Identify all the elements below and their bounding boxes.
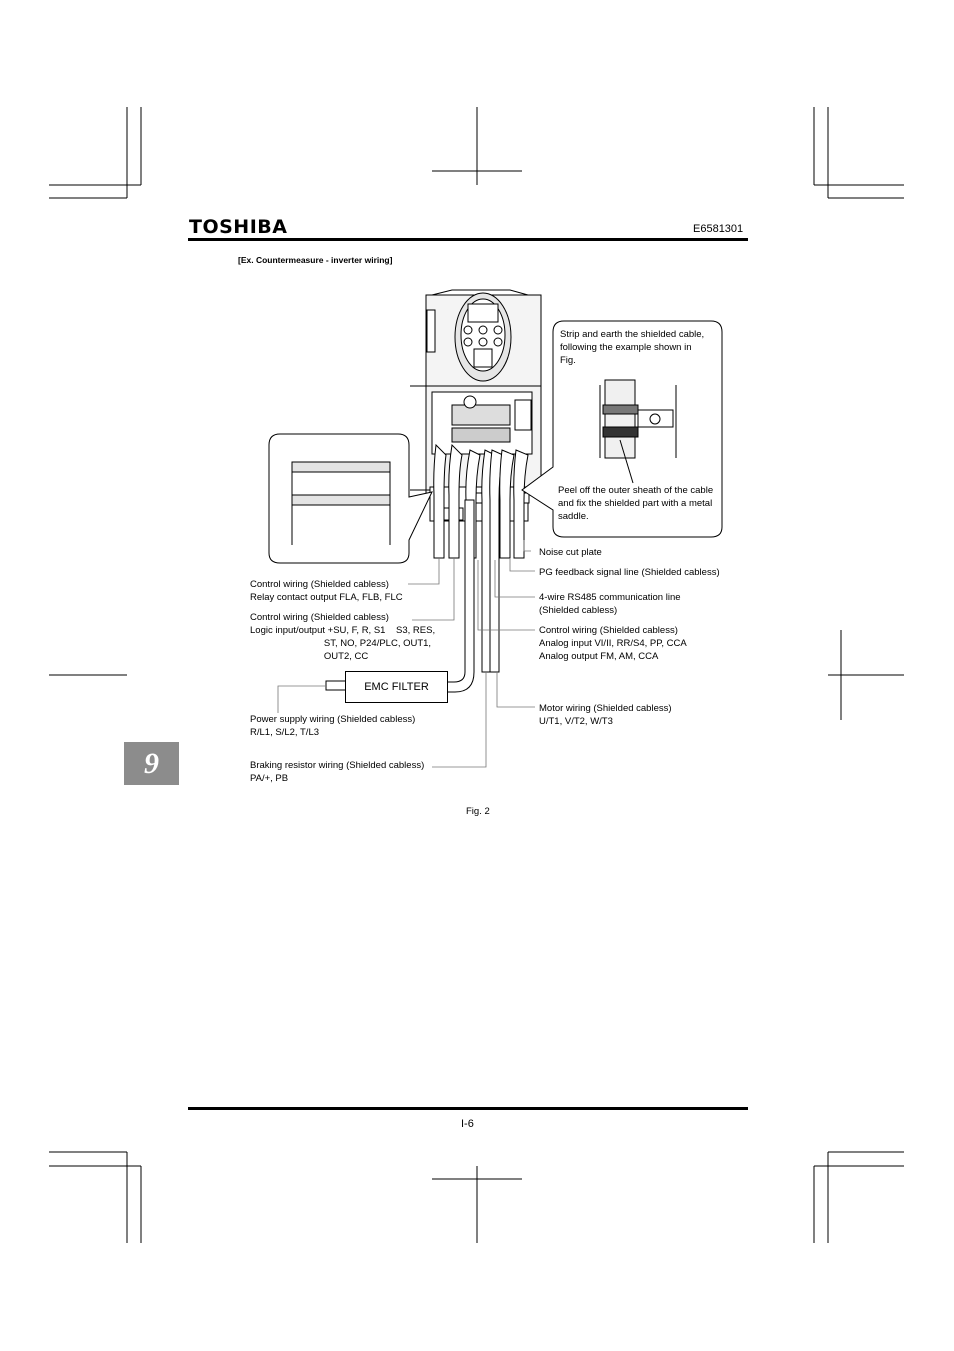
emc-filter-box: EMC FILTER — [345, 671, 448, 703]
label-pg-feedback: PG feedback signal line (Shielded cables… — [539, 567, 720, 578]
label-noise-cut-plate: Noise cut plate — [539, 547, 602, 558]
header-rule — [188, 238, 748, 241]
label-control-analog: Control wiring (Shielded cabless) Analog… — [539, 625, 687, 662]
leader-lines — [277, 540, 535, 768]
figure-caption: Fig. 2 — [466, 806, 490, 817]
cables — [325, 443, 529, 693]
callout-bottom-text: Peel off the outer sheath of the cable a… — [558, 485, 714, 522]
label-rs485: 4-wire RS485 communication line (Shielde… — [539, 592, 681, 616]
label-power-supply: Power supply wiring (Shielded cabless) R… — [250, 714, 416, 738]
label-control-logic: Control wiring (Shielded cabless) Logic … — [250, 612, 436, 662]
label-control-relay: Control wiring (Shielded cabless) Relay … — [250, 579, 403, 603]
footer-rule — [188, 1107, 748, 1110]
brand-logo: TOSHIBA — [189, 216, 288, 238]
page-number: I-6 — [461, 1118, 474, 1130]
callout-top-text: Strip and earth the shielded cable, foll… — [560, 329, 705, 366]
crop-marks — [49, 107, 904, 1243]
label-motor-wiring: Motor wiring (Shielded cabless) U/T1, V/… — [539, 703, 672, 727]
document-number: E6581301 — [693, 223, 744, 235]
callout-right — [521, 320, 723, 538]
section-heading: [Ex. Countermeasure - inverter wiring] — [238, 255, 393, 265]
chapter-tab: 9 — [124, 742, 179, 785]
label-braking-resistor: Braking resistor wiring (Shielded cables… — [250, 760, 425, 784]
detail-inset-left — [268, 433, 433, 564]
